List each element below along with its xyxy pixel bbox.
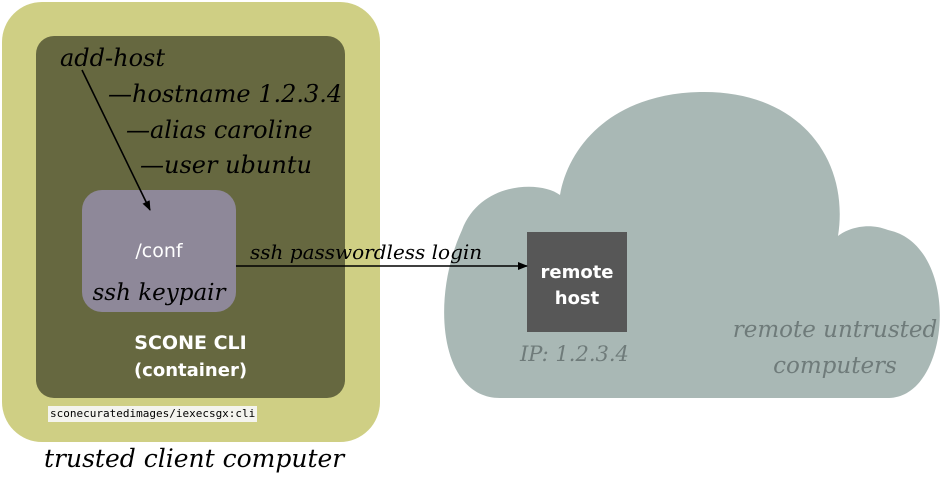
cloud-label-line2: computers (773, 353, 897, 379)
cli-subtitle: (container) (133, 360, 248, 381)
image-name-tag: sconecuratedimages/iexecsgx:cli (48, 406, 258, 422)
conf-box (82, 190, 236, 312)
option-alias: —alias caroline (126, 116, 313, 144)
option-hostname: —hostname 1.2.3.4 (108, 80, 343, 108)
cloud-label: remote untrusted computers (700, 312, 952, 384)
remote-host-box (527, 232, 627, 332)
remote-host-ip: IP: 1.2.3.4 (520, 342, 629, 366)
option-user: —user ubuntu (140, 151, 312, 179)
remote-host-title-line1: remote (540, 262, 614, 283)
connection-label: ssh passwordless login (250, 240, 483, 264)
cli-title: SCONE CLI (134, 332, 247, 354)
client-label: trusted client computer (44, 444, 345, 473)
conf-label: /conf (135, 240, 183, 262)
conf-sublabel: ssh keypair (92, 280, 226, 306)
remote-host-title: remote host (527, 260, 627, 312)
command-name: add-host (60, 44, 166, 72)
cloud-label-line1: remote untrusted (732, 317, 938, 343)
add-host-arrow (81, 69, 151, 211)
remote-host-title-line2: host (554, 288, 600, 309)
